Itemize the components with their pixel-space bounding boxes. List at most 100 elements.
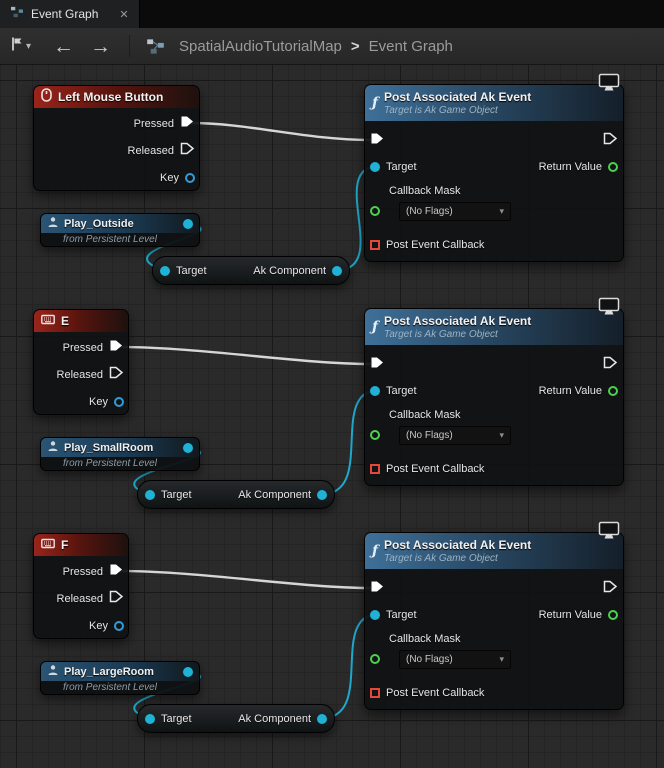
keyboard-icon [41,536,55,554]
object-pin-icon[interactable] [370,386,380,396]
exec-pin-icon[interactable] [109,339,124,357]
key-pin-icon[interactable] [185,173,195,183]
object-pin-icon[interactable] [183,442,193,453]
node-play-outside[interactable]: Play_Outside from Persistent Level [40,213,200,247]
node-header: F [34,534,128,556]
actor-icon [47,439,59,457]
node-post-associated-ak-event[interactable]: ƒ Post Associated Ak Event Target is Ak … [364,521,624,710]
node-title: Left Mouse Button [58,90,164,104]
node-header: Left Mouse Button [34,86,199,108]
actor-icon [47,215,59,233]
pin-label: Pressed [62,342,103,354]
node-subtitle: Target is Ak Game Object [384,329,498,340]
tab-title: Event Graph [31,7,99,21]
exec-pin-icon[interactable] [603,356,618,374]
node-key-f[interactable]: F Pressed Released Key [33,533,129,639]
callback-mask-dropdown[interactable]: (No Flags) ▾ [399,425,511,445]
object-pin-icon[interactable] [317,489,327,500]
pin-label: Target [161,712,192,725]
return-pin-icon[interactable] [608,610,618,620]
toolbar-divider [129,35,131,57]
pin-label: Key [89,396,108,408]
object-pin-icon[interactable] [332,265,342,276]
tab-bar: Event Graph ✕ [0,0,664,28]
exec-pin-icon[interactable] [370,580,385,598]
breadcrumb-chevron-icon: > [350,37,360,55]
bookmark-button[interactable]: ▾ [10,36,31,57]
pin-label: Target [161,488,192,501]
dropdown-value: (No Flags) [406,205,453,217]
node-post-associated-ak-event[interactable]: ƒ Post Associated Ak Event Target is Ak … [364,297,624,486]
node-ak-component[interactable]: Target Ak Component [152,256,350,285]
return-pin-icon[interactable] [608,386,618,396]
tab-event-graph[interactable]: Event Graph ✕ [0,0,140,28]
node-key-e[interactable]: E Pressed Released Key [33,309,129,415]
node-subtitle: from Persistent Level [63,682,157,693]
delegate-pin-icon[interactable] [370,464,380,474]
delegate-pin-icon[interactable] [370,240,380,250]
pin-label: Target [386,385,417,397]
exec-pin-icon[interactable] [109,366,124,384]
exec-pin-icon[interactable] [370,356,385,374]
node-ak-component[interactable]: Target Ak Component [137,480,335,509]
object-pin-icon[interactable] [145,489,155,500]
node-title: Post Associated Ak Event [384,314,532,328]
breadcrumb-event-graph[interactable]: Event Graph [368,37,453,55]
pin-label: Target [176,264,207,277]
node-title: F [61,538,69,552]
callback-mask-dropdown[interactable]: (No Flags) ▾ [399,201,511,221]
exec-pin-icon[interactable] [180,115,195,133]
dropdown-value: (No Flags) [406,653,453,665]
node-subtitle: from Persistent Level [63,458,157,469]
pin-label: Return Value [538,385,602,397]
breadcrumb-map[interactable]: SpatialAudioTutorialMap [179,37,342,55]
blueprint-graph-icon [146,38,165,55]
node-play-largeroom[interactable]: Play_LargeRoom from Persistent Level [40,661,200,695]
forward-button[interactable]: → [90,34,112,58]
node-play-smallroom[interactable]: Play_SmallRoom from Persistent Level [40,437,200,471]
object-pin-icon[interactable] [370,162,380,172]
node-subtitle: Target is Ak Game Object [384,553,498,564]
mask-pin-icon[interactable] [370,654,380,664]
object-pin-icon[interactable] [160,265,170,276]
keyboard-icon [41,312,55,330]
node-header: ƒ Post Associated Ak Event Target is Ak … [365,309,623,345]
node-title: Play_LargeRoom [64,665,154,678]
node-subtitle: Target is Ak Game Object [384,105,498,116]
node-left-mouse-button[interactable]: Left Mouse Button Pressed Released Key [33,85,200,191]
object-pin-icon[interactable] [145,713,155,724]
back-button[interactable]: ← [53,34,75,58]
pin-label: Released [56,593,103,605]
exec-pin-icon[interactable] [370,132,385,150]
key-pin-icon[interactable] [114,621,124,631]
exec-pin-icon[interactable] [603,580,618,598]
object-pin-icon[interactable] [183,218,193,229]
node-title: Play_SmallRoom [64,441,154,454]
bookmark-icon [10,36,24,57]
object-pin-icon[interactable] [317,713,327,724]
object-pin-icon[interactable] [183,666,193,677]
node-ak-component[interactable]: Target Ak Component [137,704,335,733]
close-icon[interactable]: ✕ [119,8,129,21]
pin-label: Target [386,161,417,173]
callback-mask-dropdown[interactable]: (No Flags) ▾ [399,649,511,669]
exec-pin-icon[interactable] [603,132,618,150]
mask-pin-icon[interactable] [370,430,380,440]
chevron-down-icon: ▾ [26,40,32,52]
key-pin-icon[interactable] [114,397,124,407]
breadcrumb: SpatialAudioTutorialMap > Event Graph [179,38,453,55]
exec-pin-icon[interactable] [180,142,195,160]
pin-label: Released [127,145,174,157]
object-pin-icon[interactable] [370,610,380,620]
return-pin-icon[interactable] [608,162,618,172]
pin-label: Return Value [538,161,602,173]
dropdown-value: (No Flags) [406,429,453,441]
mask-pin-icon[interactable] [370,206,380,216]
dropdown-chevron-icon: ▾ [499,653,504,664]
delegate-pin-icon[interactable] [370,688,380,698]
exec-pin-icon[interactable] [109,563,124,581]
pin-label: Key [89,620,108,632]
node-post-associated-ak-event[interactable]: ƒ Post Associated Ak Event Target is Ak … [364,73,624,262]
node-header: Play_SmallRoom [41,438,199,457]
exec-pin-icon[interactable] [109,590,124,608]
